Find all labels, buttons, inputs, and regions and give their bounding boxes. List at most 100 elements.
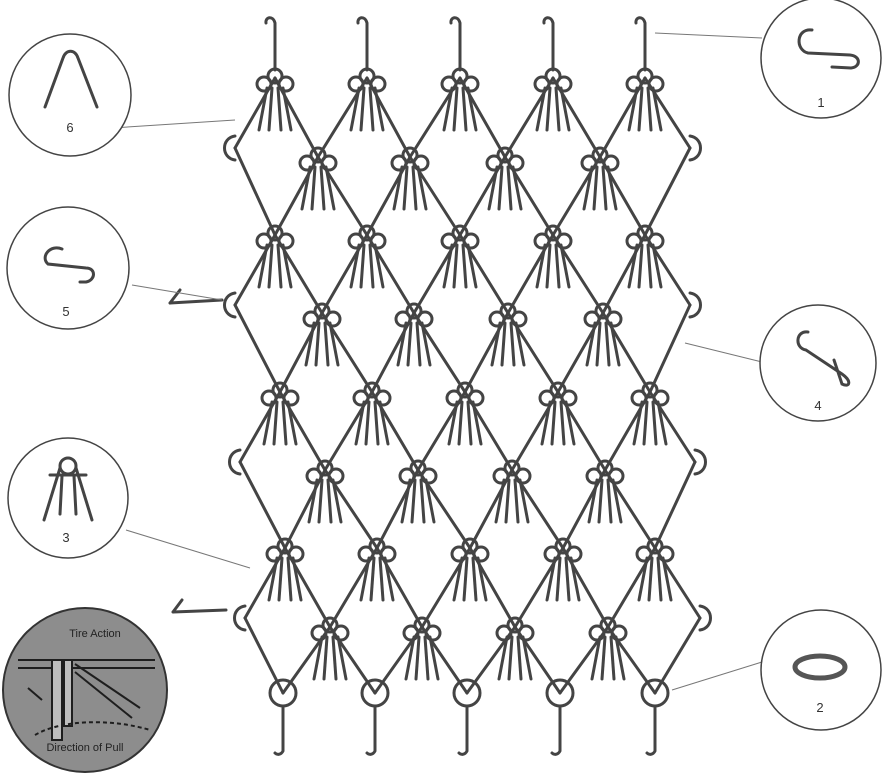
chain-link bbox=[309, 146, 327, 164]
callout-circle bbox=[8, 33, 132, 157]
chain-prong bbox=[326, 478, 333, 524]
chain-link bbox=[440, 232, 458, 250]
chain-prong bbox=[442, 243, 454, 289]
chain-link bbox=[276, 537, 294, 555]
chain-prong bbox=[637, 556, 649, 602]
chain-prong bbox=[368, 243, 375, 289]
chain-prong bbox=[452, 243, 459, 289]
chain-prong bbox=[400, 478, 412, 524]
chain-prong bbox=[359, 86, 366, 132]
pronged-clip-icon bbox=[42, 456, 94, 522]
chain-link bbox=[472, 545, 490, 563]
chain-prong bbox=[373, 400, 380, 446]
inset-bottom-text: Direction of Pull bbox=[46, 742, 123, 754]
chain-prong bbox=[419, 478, 426, 524]
chain-prong bbox=[267, 556, 279, 602]
chain-link bbox=[405, 302, 423, 320]
chain-mesh bbox=[168, 16, 712, 756]
chain-link bbox=[401, 146, 419, 164]
chain-prong bbox=[637, 86, 644, 132]
chain-prong bbox=[349, 243, 361, 289]
chain-link bbox=[347, 75, 365, 93]
chain-link bbox=[332, 624, 350, 642]
chain-prong bbox=[424, 478, 436, 524]
callout-circle bbox=[760, 0, 882, 119]
chain-prong bbox=[310, 165, 317, 211]
chain-link bbox=[560, 389, 578, 407]
chain-prong bbox=[614, 635, 626, 681]
chain-prong bbox=[396, 321, 408, 367]
chain-prong bbox=[404, 635, 416, 681]
chain-prong bbox=[411, 165, 418, 211]
chain-prong bbox=[587, 478, 599, 524]
chain-link bbox=[347, 232, 365, 250]
chain-prong bbox=[507, 635, 514, 681]
chain-link bbox=[647, 75, 665, 93]
chain-link bbox=[394, 310, 412, 328]
chain-prong bbox=[359, 556, 371, 602]
chain-strand bbox=[653, 616, 702, 695]
chain-strand bbox=[233, 303, 282, 394]
ring-tail bbox=[273, 704, 285, 756]
chain-prong bbox=[518, 478, 530, 524]
tire-action-illustration bbox=[18, 659, 155, 741]
side-loop bbox=[698, 604, 712, 632]
chain-prong bbox=[606, 478, 613, 524]
twisted-hook-icon bbox=[796, 330, 851, 387]
chain-prong bbox=[554, 86, 561, 132]
callout-1: 1 bbox=[760, 0, 882, 119]
chain-prong bbox=[461, 86, 468, 132]
chain-prong bbox=[452, 556, 464, 602]
chain-prong bbox=[555, 556, 562, 602]
side-loop bbox=[223, 134, 237, 162]
callout-5: 5 bbox=[6, 206, 130, 330]
chain-prong bbox=[373, 86, 385, 132]
chain-link bbox=[402, 624, 420, 642]
s-hook-open-icon bbox=[43, 246, 95, 284]
chain-link bbox=[363, 381, 381, 399]
chain-prong bbox=[585, 321, 597, 367]
top-hook bbox=[264, 16, 277, 72]
chain-link bbox=[445, 389, 463, 407]
chain-link bbox=[602, 154, 620, 172]
chain-link bbox=[610, 624, 628, 642]
chain-link bbox=[565, 545, 583, 563]
chain-link bbox=[260, 389, 278, 407]
chain-strand bbox=[643, 146, 692, 237]
chain-link bbox=[416, 310, 434, 328]
chain-prong bbox=[545, 243, 552, 289]
chain-link bbox=[488, 310, 506, 328]
chain-link bbox=[467, 389, 485, 407]
chain-link bbox=[368, 537, 386, 555]
chain-link bbox=[594, 302, 612, 320]
chain-prong bbox=[277, 556, 284, 602]
chain-link bbox=[641, 381, 659, 399]
chain-prong bbox=[550, 400, 557, 446]
chain-link bbox=[635, 545, 653, 563]
chain-link bbox=[636, 224, 654, 242]
callout-3: 3 bbox=[7, 437, 129, 559]
chain-prong bbox=[262, 400, 274, 446]
callout-circle bbox=[759, 304, 877, 422]
chain-prong bbox=[319, 165, 326, 211]
chain-link bbox=[647, 232, 665, 250]
chain-prong bbox=[466, 400, 473, 446]
side-loop bbox=[688, 291, 702, 319]
chain-prong bbox=[322, 635, 329, 681]
chain-prong bbox=[416, 165, 428, 211]
callout-circle bbox=[760, 609, 882, 731]
ring-tail bbox=[550, 704, 562, 756]
s-hook-icon bbox=[797, 28, 860, 70]
chain-prong bbox=[466, 243, 478, 289]
chain-prong bbox=[513, 478, 520, 524]
leader-lines bbox=[111, 32, 763, 691]
callout-4: 4 bbox=[759, 304, 877, 422]
chain-prong bbox=[428, 635, 440, 681]
chain-prong bbox=[359, 243, 366, 289]
chain-prong bbox=[420, 321, 432, 367]
chain-link bbox=[543, 545, 561, 563]
chain-link bbox=[495, 624, 513, 642]
ring-tail bbox=[457, 704, 469, 756]
callout-number: 1 bbox=[817, 95, 824, 110]
chain-prong bbox=[378, 400, 390, 446]
